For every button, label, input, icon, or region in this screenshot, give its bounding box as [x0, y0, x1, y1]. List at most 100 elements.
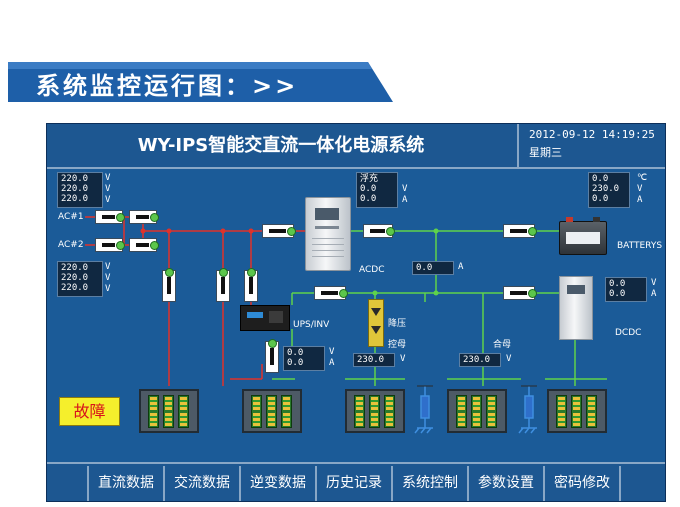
ac2-voltage-readout: 220.0 220.0 220.0	[57, 261, 103, 297]
ac-feeder-switch-2[interactable]	[216, 268, 230, 302]
ups-current: 0.0	[287, 358, 304, 368]
ups-output-switch[interactable]	[265, 339, 279, 373]
ac1-unit-3: V	[105, 195, 111, 205]
ac2-unit-1: V	[105, 262, 111, 272]
ups-unit-a: A	[329, 358, 335, 368]
section-banner: 系统监控运行图：>>	[8, 62, 393, 102]
control-bus-readout: 230.0	[353, 353, 395, 367]
battery-unit-a: A	[637, 195, 643, 205]
ups-readout: 0.0 0.0	[283, 346, 325, 371]
nav-parameter-settings-button[interactable]: 参数设置	[469, 466, 545, 501]
dcdc-feeder-panel[interactable]	[547, 389, 607, 433]
control-bus-voltage: 230.0	[357, 355, 385, 365]
battery-voltage: 230.0	[592, 184, 620, 194]
dcdc-unit-v: V	[651, 278, 657, 288]
battery-label: BATTERYS	[617, 241, 663, 251]
ac-feeder-panel-2[interactable]	[242, 389, 302, 433]
nav-ac-data-button[interactable]: 交流数据	[165, 466, 241, 501]
ac2-ub: 220.0	[61, 273, 89, 283]
nav-history-button[interactable]: 历史记录	[317, 466, 393, 501]
ac-feeder-panel-1[interactable]	[139, 389, 199, 433]
charger-voltage: 0.0	[360, 184, 377, 194]
charger-input-switch[interactable]	[262, 224, 296, 238]
charger-buttons	[315, 226, 339, 229]
dcdc-readout: 0.0 0.0	[605, 277, 647, 302]
charger-mode: 浮充	[360, 174, 379, 184]
busbar-current-readout: 0.0	[412, 261, 454, 275]
ground-symbols	[414, 386, 537, 434]
weekday-readout: 星期三	[529, 146, 562, 159]
ups-dc-input-switch[interactable]	[314, 286, 348, 300]
dcdc-unit-a: A	[651, 289, 657, 299]
system-title: WY-IPS智能交直流一体化电源系统	[137, 135, 425, 156]
ups-input-switch[interactable]	[244, 268, 258, 302]
ac1-voltage-readout: 220.0 220.0 220.0	[57, 172, 103, 208]
battery-readout: 0.0 230.0 0.0	[588, 172, 630, 208]
datetime-readout: 2012-09-12 14:19:25	[529, 128, 655, 141]
ac2-label: AC#2	[58, 240, 84, 250]
battery-unit-t: ℃	[637, 173, 648, 183]
ac-feeder-switch-1[interactable]	[162, 268, 176, 302]
charger-current: 0.0	[360, 194, 377, 204]
dcdc-current: 0.0	[609, 289, 626, 299]
nav-spacer	[47, 466, 89, 501]
battery-unit-v: V	[637, 184, 643, 194]
closing-bus-voltage: 230.0	[463, 355, 491, 365]
monitor-panel: WY-IPS智能交直流一体化电源系统 2012-09-12 14:19:25 星…	[46, 123, 666, 502]
nav-inverter-data-button[interactable]: 逆变数据	[241, 466, 317, 501]
dcdc-module	[559, 276, 593, 340]
ac1-ua: 220.0	[61, 174, 89, 184]
step-down-label: 降压	[388, 319, 407, 329]
ac1-switch-a[interactable]	[95, 210, 125, 224]
nav-change-password-button[interactable]: 密码修改	[545, 466, 621, 501]
banner-title: 系统监控运行图：>>	[36, 72, 299, 100]
ups-unit-v: V	[329, 347, 335, 357]
ac2-uc: 220.0	[61, 283, 89, 293]
battery-bank	[559, 217, 607, 255]
charger-unit-v: V	[402, 184, 408, 194]
ac2-unit-2: V	[105, 273, 111, 283]
closing-bus-label: 合母	[493, 340, 512, 350]
ac1-uc: 220.0	[61, 194, 89, 204]
ac1-ub: 220.0	[61, 184, 89, 194]
ac2-switch-a[interactable]	[95, 238, 125, 252]
ac1-unit-2: V	[105, 184, 111, 194]
fault-indicator-button[interactable]: 故障	[59, 397, 120, 426]
dc-junctions	[372, 228, 439, 296]
ac2-switch-b[interactable]	[129, 238, 159, 252]
banner-background	[8, 62, 393, 102]
ac1-switch-b[interactable]	[129, 210, 159, 224]
closing-bus-unit: V	[506, 354, 512, 364]
busbar-current-unit: A	[458, 262, 464, 272]
dcdc-label: DCDC	[615, 328, 642, 338]
dcdc-voltage: 0.0	[609, 279, 626, 289]
charger-output-switch[interactable]	[363, 224, 395, 238]
dcdc-switch[interactable]	[503, 286, 537, 300]
control-bus-unit: V	[400, 354, 406, 364]
ups-inverter-module	[240, 305, 290, 331]
step-down-diode	[368, 299, 384, 347]
ac2-unit-3: V	[105, 284, 111, 294]
battery-switch[interactable]	[503, 224, 537, 238]
battery-temperature: 0.0	[592, 174, 609, 184]
charger-display	[315, 208, 339, 220]
ups-label: UPS/INV	[293, 320, 330, 330]
charger-readout: 浮充 0.0 0.0	[356, 172, 398, 208]
acdc-charger-module	[305, 197, 351, 271]
ac1-unit-1: V	[105, 173, 111, 183]
charger-unit-a: A	[402, 195, 408, 205]
ac2-ua: 220.0	[61, 263, 89, 273]
bottom-nav: 直流数据 交流数据 逆变数据 历史记录 系统控制 参数设置 密码修改	[47, 462, 665, 501]
header-divider	[517, 124, 519, 167]
ups-voltage: 0.0	[287, 348, 304, 358]
nav-dc-data-button[interactable]: 直流数据	[89, 466, 165, 501]
control-bus-feeder-panel[interactable]	[345, 389, 405, 433]
battery-current: 0.0	[592, 194, 609, 204]
ac-junctions	[140, 228, 254, 234]
closing-bus-readout: 230.0	[459, 353, 501, 367]
nav-system-control-button[interactable]: 系统控制	[393, 466, 469, 501]
panel-header: WY-IPS智能交直流一体化电源系统 2012-09-12 14:19:25 星…	[47, 124, 665, 169]
busbar-current-value: 0.0	[416, 263, 433, 273]
closing-bus-feeder-panel[interactable]	[447, 389, 507, 433]
control-bus-label: 控母	[388, 340, 407, 350]
